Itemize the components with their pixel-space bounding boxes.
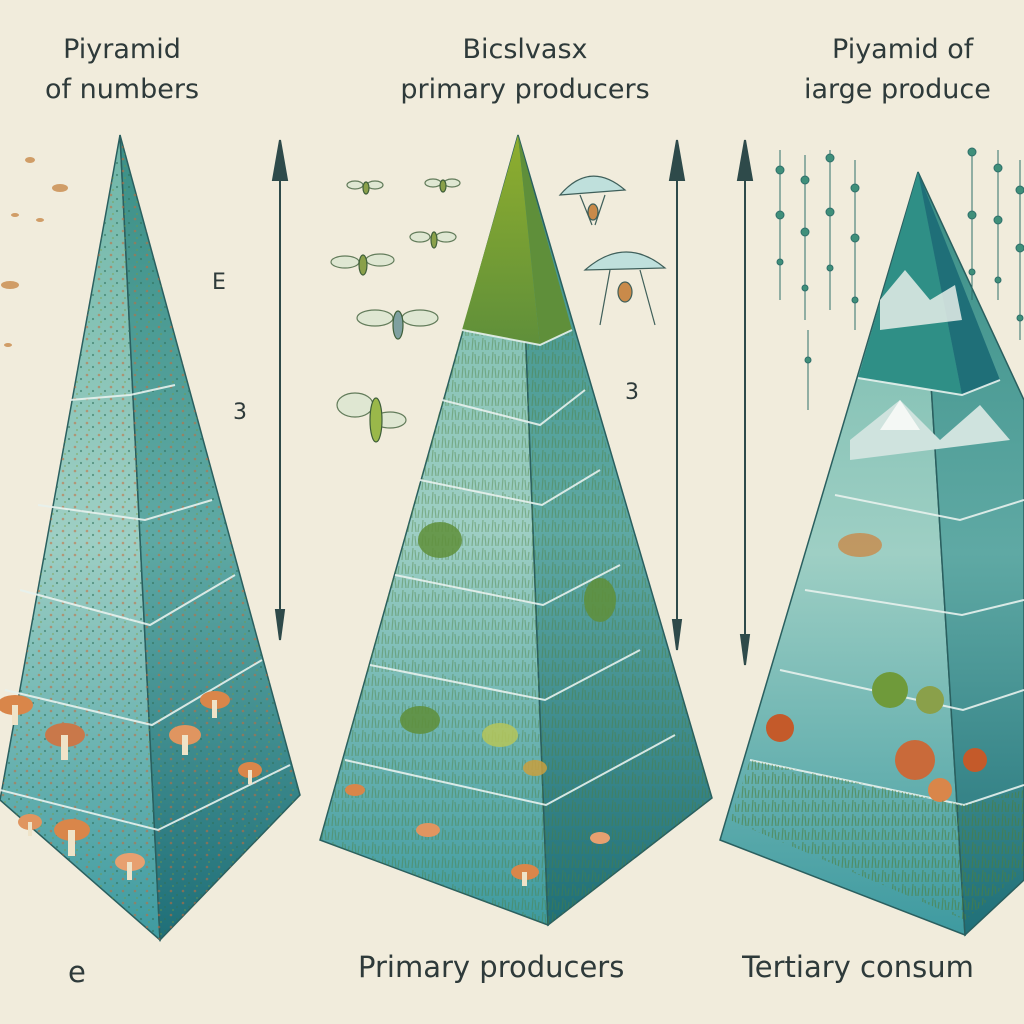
panel1-title-line2: of numbers — [44, 74, 200, 105]
plant-icon — [400, 522, 616, 776]
panel2-title-line1: Bicslvasx — [462, 34, 588, 65]
panel1-marker-mid: 3 — [233, 400, 247, 425]
panel3-title-line1: Piyamid of — [832, 34, 974, 65]
panel3-bottom-label: Tertiary consum — [742, 950, 974, 984]
panel3-title-line2: iarge produce — [804, 74, 991, 105]
mushroom-icon — [0, 691, 262, 880]
mushroom-icon — [345, 784, 610, 886]
panel1-marker-top: E — [212, 270, 226, 295]
plant-icon — [766, 533, 987, 802]
panel3-title: Piyamid of iarge produce — [790, 30, 1024, 110]
arrow-icon — [736, 139, 754, 666]
pyramid-biomass — [319, 134, 713, 927]
panel1-title: Piyramid of numbers — [12, 30, 232, 110]
pyramid-numbers — [0, 134, 301, 942]
fly-icon — [558, 175, 667, 326]
arrow-icon — [668, 139, 686, 651]
bead-string-icon — [775, 147, 1024, 410]
arrow-icon — [271, 139, 289, 641]
panel1-title-line1: Piyramid — [63, 34, 181, 65]
panel2-title: Bicslvasx primary producers — [360, 30, 690, 110]
panel2-bottom-label: Primary producers — [358, 950, 625, 984]
panel2-marker-mid: 3 — [625, 380, 639, 405]
insect-icon — [330, 178, 461, 443]
pyramid-large-producers — [719, 139, 1024, 937]
mountain-icon — [850, 172, 1010, 460]
panel2-title-line2: primary producers — [400, 74, 650, 105]
panel1-bottom-label: e — [68, 955, 86, 989]
